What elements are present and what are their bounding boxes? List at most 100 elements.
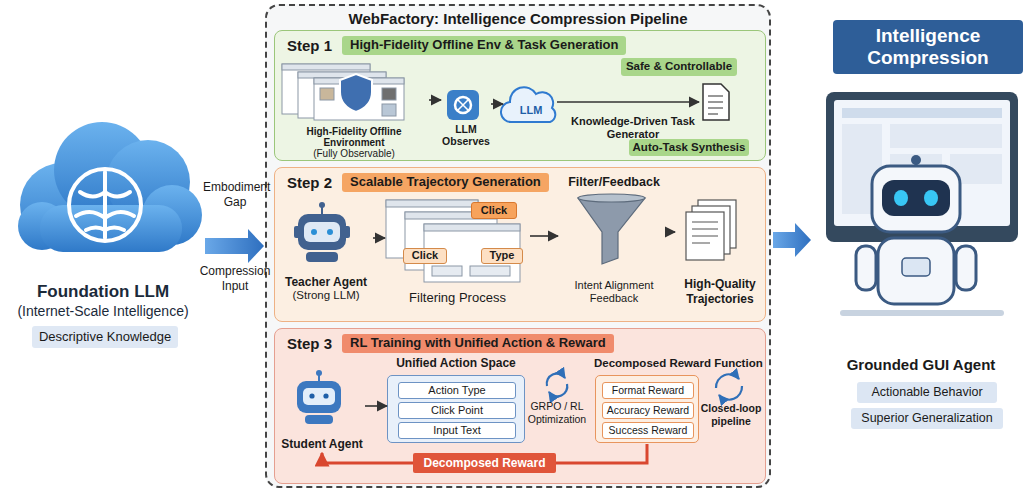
node-text: Intent Alignment Feedback [558,279,670,305]
node-text: Step 3 [287,334,332,354]
node-text: Click [412,249,438,262]
brain-icon [69,169,141,241]
teacher-robot [306,252,338,262]
brain-icon [105,228,124,231]
offline-env-screens [382,104,396,116]
annotation-label: Embodiment Gap [203,180,267,210]
computer-illustration [826,92,1018,316]
label-anchor: Embodiment Gap [203,180,267,210]
filter-funnel: Filter/FeedbackIntent Alignment Feedback [558,175,670,305]
computer-illustration [956,246,976,290]
block-arrow [773,223,811,257]
node-text: RL Training with Unified Action & Reward [342,334,614,353]
node-text: Accuracy Reward [607,403,689,418]
funnel-icon [578,194,645,202]
action-badge: Click [403,248,447,264]
computer-illustration [872,166,960,232]
brain-icon [69,169,141,241]
result-banner: Intelligence Compression [833,20,1023,74]
offline-env-screens [320,88,334,100]
cycle-icon [549,384,567,396]
computer-illustration [882,180,950,216]
student-robot [303,388,335,405]
teacher-robot [298,214,346,250]
annotation-label: GRPO / RL Optimization [524,400,590,425]
trajectory-documents [692,222,718,243]
node-text: Descriptive Knowledge [39,329,171,345]
node-text: (Fully Observable) [313,148,395,159]
brain-icon [80,192,105,197]
brain-cloud [40,205,182,252]
trajectory-screens [432,266,462,276]
flow-arrow [373,237,385,239]
block-arrow [205,229,264,263]
trajectory-screens [386,200,520,282]
environment-icon: High-Fidelity Offline Environment(Fully … [279,61,429,159]
student-robot [316,370,322,376]
cycle-icon [547,374,565,386]
cycle-icon [719,386,742,400]
action-badge: Type [481,248,523,264]
trajectory-screens [386,200,478,207]
task-arrow [557,101,699,103]
node-text: High-Fidelity Offline Env & Task Generat… [342,36,626,55]
brain-cloud [18,122,202,252]
node-text: Student Agent [281,437,363,451]
funnel-icon [578,194,645,264]
node-text: Auto-Task Synthesis [633,141,746,155]
action-field: Click Point [398,402,516,419]
label-anchor: Compression Input [199,264,271,294]
node-text: Action Type [428,383,485,398]
llm-icon [457,99,469,111]
flow-arrow [429,99,441,101]
edge-label: Decomposed Reward [413,453,555,473]
node-text: Intelligence Compression [833,25,1023,69]
student-robot [323,393,328,398]
node-text: Teacher Agent [285,275,367,289]
flow-arrow [491,103,503,105]
funnel-icon [578,198,645,264]
reward-field: Format Reward [602,382,694,399]
teacher-robot [311,229,317,235]
cycle-icon [547,374,742,400]
node-text: Grounded GUI Agent [847,356,996,374]
property-tag: Actionable Behavior [857,382,997,403]
node-text: Format Reward [612,383,684,398]
node-text: (Internet-Scale Intelligence) [17,303,188,321]
offline-env-screens [282,64,370,70]
node-text: High-Quality Trajectories [675,277,765,306]
trajectory-screens [470,266,510,276]
brain-icon [86,228,105,231]
reward-field: Accuracy Reward [602,402,694,419]
label-anchor: Decomposed Reward [405,453,565,473]
student-robot [297,370,341,424]
student-agent: Student Agent [279,375,365,451]
computer-illustration [878,238,954,304]
teacher-robot [294,202,350,262]
llm-icon [455,97,471,113]
cycle-icon [716,374,739,388]
node-text: Superior Generalization [861,411,992,426]
trajectory-screens [424,224,520,231]
computer-illustration [826,92,1018,242]
task-document [708,96,723,114]
node-text: LLM [503,103,559,117]
teacher-agent: Teacher Agent(Strong LLM) [279,208,373,303]
flow-arrow [365,405,387,407]
computer-illustration [890,124,1002,148]
computer-illustration [894,190,908,206]
brain-icon [105,212,134,218]
node-text: Actionable Behavior [871,385,982,400]
computer-illustration [924,190,938,206]
llm-cloud [501,87,555,122]
action-badge: Click [471,202,517,219]
flow-arrow [670,231,675,233]
teacher-robot [304,222,340,242]
step-panel: Step 1 High-Fidelity Offline Env & Task G… [274,30,766,161]
trajectory-documents [686,200,736,260]
task-generator: LLMKnowledge-Driven Task Generator [503,89,708,141]
node-text: Safe & Controllable [626,60,732,74]
node-text: Step 1 [287,36,332,56]
reward-field: Success Reward [602,422,694,439]
